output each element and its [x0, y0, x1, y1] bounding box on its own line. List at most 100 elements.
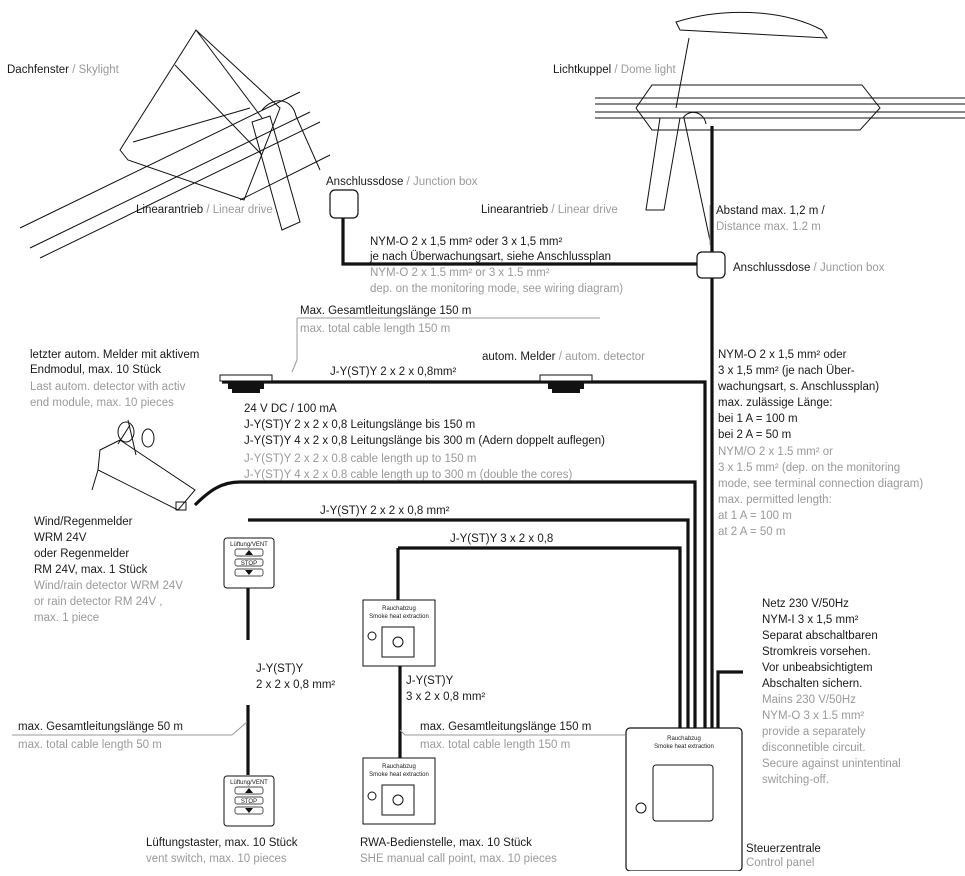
wind-detector-e3: max. 1 piece — [34, 612, 99, 624]
linear-left-sep: / — [203, 204, 213, 216]
distance-de: Abstand max. 1,2 m / — [716, 205, 825, 217]
skylight-drawing — [19, 29, 331, 259]
last-detector-l2: Endmodul, max. 10 Stück — [30, 364, 161, 376]
right-cable-l1: NYM-O 2 x 1,5 mm² oder — [718, 349, 847, 361]
junction-left-en: Junction box — [413, 176, 478, 188]
max-total-50-en: max. total cable length 50 m — [18, 739, 162, 751]
mains-e5: Secure against unintentinal — [762, 758, 901, 770]
linear-left-en: Linear drive — [213, 204, 273, 216]
power-24-l3: J-Y(ST)Y 4 x 2 x 0,8 Leitungslänge bis 3… — [244, 435, 605, 447]
max-total-150-she-de: max. Gesamtleitungslänge 150 m — [420, 721, 591, 733]
right-cable-e2: 3 x 1.5 mm² (dep. on the monitoring — [718, 462, 900, 474]
vent-switch-caption-de: Lüftungstaster, max. 10 Stück — [146, 837, 298, 849]
cable-nym-l1: NYM-O 2 x 1,5 mm² oder 3 x 1,5 mm² — [370, 236, 563, 248]
junction-left-sep: / — [403, 176, 413, 188]
wind-rain-detector-icon — [91, 419, 196, 511]
cable-nym-l2: je nach Überwachungsart, siehe Anschluss… — [369, 251, 611, 263]
max-total-150-she-en: max. total cable length 150 m — [420, 739, 570, 751]
wind-detector-l1: Wind/Regenmelder — [34, 516, 133, 528]
leader-lines — [12, 205, 711, 736]
she-caption-en: SHE manual call point, max. 10 pieces — [360, 853, 557, 865]
vent-switch-top: Lüftung/VENT STOP — [223, 537, 275, 589]
max-total-150-top-en: max. total cable length 150 m — [300, 323, 450, 335]
skylight-label-en: Skylight — [79, 64, 120, 76]
panel-title-de: Rauchabzug — [667, 736, 701, 742]
junction-box-right — [696, 251, 726, 279]
mains-l2: NYM-I 3 x 1,5 mm² — [762, 614, 859, 626]
linear-right-label: Linearantrieb / Linear drive — [481, 204, 618, 216]
vent-switch-top-label: Lüftung/VENT — [230, 542, 268, 548]
linear-left-de: Linearantrieb — [136, 204, 203, 216]
linear-right-sep: / — [548, 204, 558, 216]
power-24-l2: J-Y(ST)Y 2 x 2 x 0,8 Leitungslänge bis 1… — [244, 419, 475, 431]
vent-switch-top-stop: STOP — [241, 561, 257, 567]
right-cable-l6: bei 2 A = 50 m — [718, 429, 791, 441]
junction-right-de: Anschlussdose — [733, 262, 810, 274]
mains-l6: Abschalten sichern. — [762, 678, 862, 690]
junction-right-en: Junction box — [820, 262, 885, 274]
dome-label: Lichtkuppel / Dome light — [553, 64, 677, 76]
max-total-150-top-de: Max. Gesamtleitungslänge 150 m — [300, 305, 471, 317]
power-24-l1: 24 V DC / 100 mA — [244, 403, 337, 415]
control-panel-box: Rauchabzug Smoke heat extraction — [625, 727, 743, 872]
dome-sep: / — [611, 64, 621, 76]
she-bottom-title-de: Rauchabzug — [382, 764, 416, 770]
mains-l1: Netz 230 V/50Hz — [762, 598, 849, 610]
cable-nym-e1: NYM-O 2 x 1.5 mm² or 3 x 1.5 mm² — [370, 267, 550, 279]
wind-detector-l4: RM 24V, max. 1 Stück — [34, 564, 148, 576]
dome-light-drawing — [595, 11, 965, 251]
mains-e1: Mains 230 V/50Hz — [762, 694, 856, 706]
wind-detector-l3: oder Regenmelder — [34, 548, 129, 560]
she-bottom-title-en: Smoke heat extraction — [369, 772, 429, 778]
wind-detector-e2: or rain detector RM 24V , — [34, 596, 162, 608]
right-cable-e6: at 2 A = 50 m — [718, 526, 785, 538]
auto-detector-label: autom. Melder / autom. detector — [482, 351, 645, 363]
junction-left-label: Anschlussdose / Junction box — [326, 176, 478, 188]
she-top-title-en: Smoke heat extraction — [369, 614, 429, 620]
vent-switch-bottom-stop: STOP — [241, 799, 257, 805]
she-top-title-de: Rauchabzug — [382, 606, 416, 612]
auto-detector-en: autom. detector — [565, 351, 645, 363]
cable-vent-l2: 2 x 2 x 0,8 mm² — [256, 679, 335, 691]
detector-icon — [539, 374, 593, 393]
last-detector-icon — [219, 374, 273, 393]
dome-label-de: Lichtkuppel — [553, 64, 611, 76]
cable-she-label: J-Y(ST)Y 3 x 2 x 0,8 — [450, 533, 553, 545]
cable-nym-e2: dep. on the monitoring mode, see wiring … — [370, 283, 623, 295]
right-cable-l2: 3 x 1,5 mm² (je nach Über- — [718, 365, 855, 377]
power-24-e2: J-Y(ST)Y 4 x 2 x 0.8 cable length up to … — [244, 469, 573, 481]
distance-en: Distance max. 1.2 m — [716, 221, 821, 233]
junction-right-label: Anschlussdose / Junction box — [733, 262, 885, 274]
she-caption-de: RWA-Bedienstelle, max. 10 Stück — [360, 837, 532, 849]
cable-vent-l1: J-Y(ST)Y — [256, 663, 304, 675]
panel-title-en: Smoke heat extraction — [654, 744, 714, 750]
junction-right-sep: / — [810, 262, 820, 274]
right-cable-l3: wachungsart, s. Anschlussplan) — [717, 381, 879, 393]
last-detector-e1: Last autom. detector with activ — [30, 381, 186, 393]
cable-she2-l1: J-Y(ST)Y — [406, 675, 454, 687]
right-cable-l5: bei 1 A = 100 m — [718, 413, 798, 425]
she-call-point-bottom: Rauchabzug Smoke heat extraction — [362, 757, 436, 825]
control-panel-de: Steuerzentrale — [746, 843, 821, 855]
linear-right-en: Linear drive — [558, 204, 618, 216]
right-cable-e1: NYM/O 2 x 1.5 mm² or — [718, 446, 833, 458]
max-total-50-de: max. Gesamtleitungslänge 50 m — [18, 721, 183, 733]
vent-switch-bottom: Lüftung/VENT STOP — [223, 775, 275, 827]
skylight-sep: / — [69, 64, 79, 76]
mains-e2: NYM-O 3 x 1.5 mm² — [762, 710, 864, 722]
right-cable-e4: max. permitted length: — [718, 494, 832, 506]
right-cable-e3: mode, see terminal connection diagram) — [718, 478, 923, 490]
vent-switch-caption-en: vent switch, max. 10 pieces — [146, 853, 287, 865]
last-detector-e2: end module, max. 10 pieces — [30, 397, 174, 409]
skylight-label: Dachfenster / Skylight — [7, 64, 120, 76]
linear-right-de: Linearantrieb — [481, 204, 548, 216]
last-detector-l1: letzter autom. Melder mit aktivem — [30, 349, 199, 361]
right-cable-e5: at 1 A = 100 m — [718, 510, 792, 522]
junction-box-left — [329, 189, 359, 219]
skylight-label-de: Dachfenster — [7, 64, 69, 76]
mains-l4: Stromkreis vorsehen. — [762, 646, 871, 658]
wind-detector-e1: Wind/rain detector WRM 24V — [34, 580, 183, 592]
mains-l3: Separat abschaltbaren — [762, 630, 878, 642]
